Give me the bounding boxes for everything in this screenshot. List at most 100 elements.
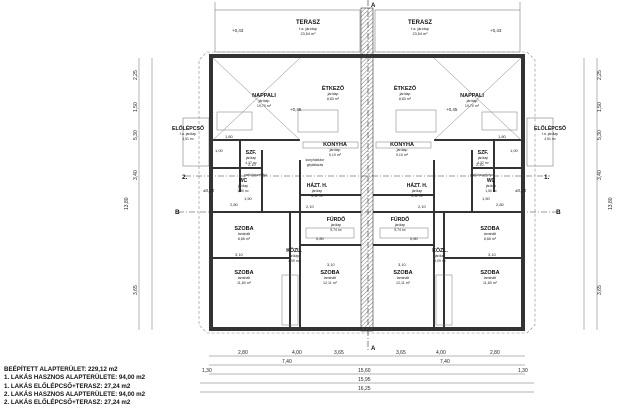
room-name: TERASZ <box>296 20 320 26</box>
dim-text: 2,80 <box>238 350 248 356</box>
dim-text: 7,40 <box>440 359 450 365</box>
dim-text: 2,10 <box>476 162 485 167</box>
room-sub: f.a. járólap <box>542 132 558 136</box>
room-area: 19,70 m² <box>257 104 272 108</box>
dim-text: 3,65 <box>396 350 406 356</box>
section-marker-a: A <box>371 346 376 352</box>
dim-text: 1,00 <box>215 148 224 153</box>
room-area: 12,11 m² <box>396 281 411 285</box>
room-name: NAPPALI <box>460 93 484 99</box>
room-area: 1,50 m² <box>485 189 497 193</box>
note-text: padlóösszefolyó <box>470 173 493 177</box>
room-sub: járólap <box>311 189 322 193</box>
room-area: 9,10 m² <box>329 153 342 157</box>
dim-text: 2,80 <box>490 350 500 356</box>
dim-text: 16,25 <box>358 386 371 392</box>
dim-text: 2,80 <box>496 202 505 207</box>
room-sub: járólap <box>329 148 341 152</box>
room-area: 11,60 m² <box>237 281 252 285</box>
room-sub: laminált <box>238 232 250 236</box>
section-lines <box>178 0 556 350</box>
dim-text: 3,65 <box>597 285 603 295</box>
room-sub: f.a. járólap <box>411 27 429 31</box>
summary-line: 2. LAKÁS ELŐLÉPCSŐ+TERASZ: 27,24 m2 <box>4 399 131 407</box>
room-area: 8,66 m² <box>484 237 497 241</box>
room-name: TERASZ <box>408 20 432 26</box>
room-name: ELŐLÉPCSŐ <box>172 124 204 132</box>
room-name: KÖZL. <box>286 247 302 254</box>
room-name: HÁZT. H. <box>407 182 428 189</box>
room-name: SZF. <box>478 150 489 156</box>
dim-text: 1,50 <box>597 102 603 112</box>
section-marker-b: B <box>175 209 180 216</box>
room-name: SZF. <box>246 150 257 156</box>
inner-dimensions: 1,80 1,80 2,10 2,10 1,50 1,50 2,80 2,80 … <box>215 134 519 267</box>
room-name: SZOBA <box>480 226 499 232</box>
dim-text: 13,80 <box>608 197 614 210</box>
dim-text: 0,80 <box>316 236 325 241</box>
dim-text: 4,00 <box>436 350 446 356</box>
dim-text: 2,25 <box>597 70 603 80</box>
room-area: 1,50 m² <box>237 189 249 193</box>
room-name: WC <box>487 178 496 184</box>
room-area: 8,66 m² <box>238 237 251 241</box>
room-name: HÁZT. H. <box>307 182 328 189</box>
room-area: 5,74 m² <box>394 228 406 232</box>
dim-text: 15,95 <box>358 377 371 383</box>
room-sub: laminált <box>397 276 409 280</box>
level-mark: +0,43 <box>490 28 502 33</box>
dim-text: 1,80 <box>225 134 234 139</box>
room-sub: járólap <box>466 99 478 103</box>
dim-text: 5,30 <box>597 130 603 140</box>
section-marker-b: B <box>556 209 561 216</box>
furniture <box>212 57 522 326</box>
level-mark: +0,43 <box>232 28 244 33</box>
dim-text: 1,00 <box>510 148 519 153</box>
section-markers: A A B B 2. 1. <box>175 3 561 352</box>
room-area: 4,51 m² <box>182 137 194 141</box>
note-text: konyhabútor <box>306 158 326 162</box>
dim-text: 2,25 <box>133 70 139 80</box>
right-dimensions: 2,25 1,50 5,30 3,40 13,80 3,65 <box>597 70 614 295</box>
dim-text: 15,60 <box>358 368 371 374</box>
room-area: 8,83 m² <box>399 97 412 101</box>
room-sub: járólap <box>485 184 496 188</box>
dimension-lines <box>138 58 598 393</box>
room-sub: f.a. járólap <box>180 132 196 136</box>
room-area: 4,09 m² <box>288 259 300 263</box>
dim-text: 1,80 <box>498 134 507 139</box>
room-sub: járólap <box>258 99 270 103</box>
room-area: 12,11 m² <box>323 281 338 285</box>
note-text: padlóösszefolyó <box>244 173 267 177</box>
room-sub: járólap <box>477 156 488 160</box>
room-area: 11,60 m² <box>483 281 498 285</box>
dim-text: 2,10 <box>306 204 315 209</box>
dim-text: 0,80 <box>410 236 419 241</box>
room-area: 23,54 m² <box>413 32 429 36</box>
dimension-texts: 2,80 4,00 3,65 3,65 4,00 2,80 7,40 7,40 … <box>202 350 528 392</box>
dim-text: 3,65 <box>133 285 139 295</box>
room-sub: járólap <box>327 92 339 96</box>
room-sub: járólap <box>394 223 405 227</box>
room-sub: f.a. járólap <box>299 27 317 31</box>
level-marks: +0,43 +0,43 +0,45 +0,45 ±0,00 ±0,00 padl… <box>203 28 527 193</box>
room-name: SZOBA <box>480 270 499 276</box>
dim-text: 13,80 <box>124 197 130 210</box>
party-wall <box>360 7 374 332</box>
dim-text: 3,10 <box>235 252 244 257</box>
room-name: SZOBA <box>234 270 253 276</box>
room-name: KÖZL. <box>432 247 448 254</box>
area-summary: BEÉPÍTETT ALAPTERÜLET: 229,12 m2 1. LAKÁ… <box>4 366 224 407</box>
room-area: 5,12 m² <box>411 194 423 198</box>
room-sub: járólap <box>396 148 408 152</box>
room-name: ÉTKEZŐ <box>322 84 345 92</box>
roof-outline <box>198 51 536 334</box>
dim-text: 5,30 <box>133 130 139 140</box>
room-sub: járólap <box>411 189 422 193</box>
room-sub: laminált <box>324 276 336 280</box>
room-area: 8,83 m² <box>327 97 340 101</box>
room-area: 9,10 m² <box>396 153 409 157</box>
room-area: 19,70 m² <box>465 104 480 108</box>
room-sub: járólap <box>434 254 445 258</box>
